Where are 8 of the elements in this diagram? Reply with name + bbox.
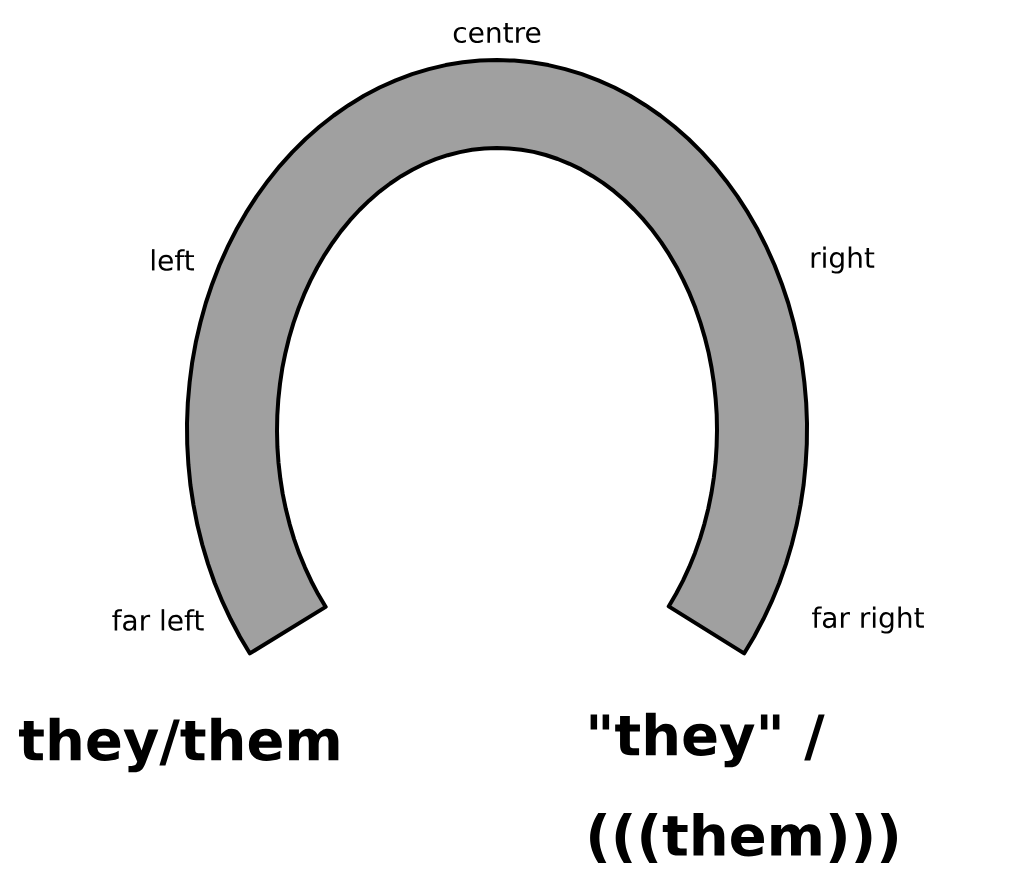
- text-label: far right: [812, 606, 924, 634]
- text-label: right: [811, 246, 875, 274]
- text-label: far left: [112, 609, 204, 631]
- text-label: left: [151, 249, 194, 271]
- text-label: (((them))): [590, 813, 897, 863]
- text-label: they/them: [19, 717, 339, 773]
- text-label: centre: [453, 22, 541, 44]
- text-label: "they" /: [590, 712, 825, 768]
